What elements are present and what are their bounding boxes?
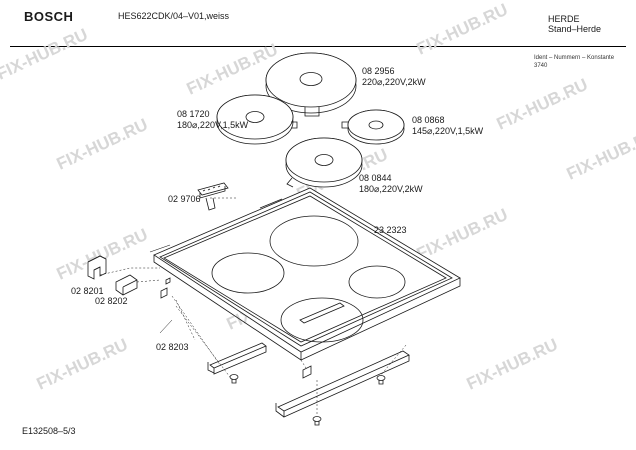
support-rail-long [275, 350, 410, 418]
support-rail-short [207, 342, 267, 375]
part-label-hotplate-small: 08 0868 145⌀,220V,1,5kW [412, 115, 483, 137]
watermark-text: FIX-HUB.RU [494, 75, 591, 134]
label-leaders [159, 319, 173, 334]
part-number: 08 0844 [359, 173, 392, 183]
part-label-cooktop-frame: 23 2323 [374, 225, 407, 235]
part-number: 08 1720 [177, 109, 210, 119]
bracket-left [87, 255, 107, 280]
part-label-hotplate-large: 08 2956 220⌀,220V,2kW [362, 66, 426, 88]
part-label-bracket-left: 02 8201 [71, 286, 104, 296]
hotplate-large [265, 52, 357, 117]
part-spec: 180⌀,220V,1,5kW [177, 120, 249, 130]
cooktop-frame [149, 187, 461, 361]
screw [229, 374, 239, 384]
part-number: 08 0868 [412, 115, 445, 125]
ident-value: 3740 [534, 63, 548, 69]
watermark-text: FIX-HUB.RU [414, 205, 511, 264]
watermark-text: FIX-HUB.RU [54, 115, 151, 174]
part-spec: 220⌀,220V,2kW [362, 77, 426, 87]
header-divider [10, 46, 626, 47]
document-number: E132508–5/3 [22, 426, 76, 436]
leader-lines [99, 197, 407, 415]
watermark-text: FIX-HUB.RU [464, 335, 561, 394]
hotplate-medium-front [285, 137, 363, 188]
brand-logo-text: BOSCH [24, 9, 74, 24]
hotplate-small [341, 109, 405, 145]
clip-part [197, 182, 229, 211]
part-label-bracket-right: 02 8202 [95, 296, 128, 306]
part-label-hotplate-medium-left: 08 1720 180⌀,220V,1,5kW [177, 109, 248, 131]
screw [376, 375, 386, 385]
model-designation: HES622CDK/04–V01,weiss [118, 11, 230, 21]
watermark-text: FIX-HUB.RU [34, 335, 131, 394]
watermark-text: FIX-HUB.RU [414, 0, 511, 59]
part-spec: 180⌀,220V,2kW [359, 184, 423, 194]
watermark-text: FIX-HUB.RU [564, 125, 636, 184]
part-label-support-rail: 02 8203 [156, 342, 189, 352]
part-spec: 145⌀,220V,1,5kW [412, 126, 484, 136]
bracket-right [115, 274, 138, 296]
appliance-category: HERDE [548, 14, 580, 24]
screw [312, 416, 322, 426]
part-number: 08 2956 [362, 66, 395, 76]
part-label-hotplate-medium-front: 08 0844 180⌀,220V,2kW [359, 173, 423, 195]
rail-clip [302, 365, 312, 379]
part-label-clip: 02 9706 [168, 194, 201, 204]
ident-label: Ident – Nummern – Konstante [534, 55, 615, 61]
frame-corner-clip [160, 277, 171, 299]
hotplate-medium-left [216, 94, 298, 145]
watermark-text: FIX-HUB.RU [0, 25, 91, 84]
appliance-subcategory: Stand–Herde [548, 24, 602, 34]
